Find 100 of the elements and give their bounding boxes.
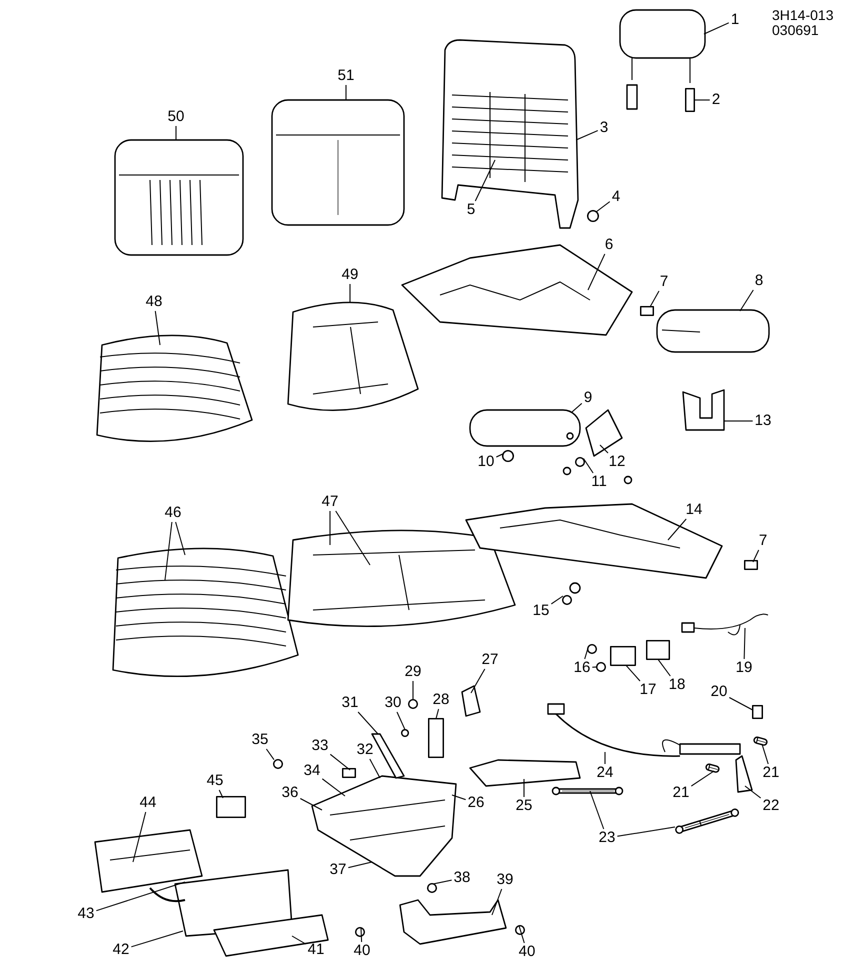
bracket-drawing (610, 646, 636, 666)
leader-line (616, 826, 676, 837)
seat-cushion-drawing (96, 334, 253, 442)
callout-number: 33 (312, 738, 328, 754)
callout-number: 16 (574, 660, 590, 676)
callout-number: 39 (496, 872, 514, 888)
leader-line (584, 648, 588, 660)
leader-line (704, 22, 730, 34)
leader-line (740, 290, 754, 312)
leader-line (335, 510, 370, 566)
seat-track-drawing (94, 829, 203, 893)
leader-line (130, 930, 184, 948)
bolt-drawing (744, 560, 758, 570)
leader-line (474, 160, 496, 202)
leader-line (724, 420, 754, 422)
bracket-drawing (216, 796, 246, 818)
callout-number: 20 (710, 684, 728, 700)
cover-drawing (213, 914, 329, 957)
seatback-cushion-drawing (114, 139, 244, 256)
leader-line (436, 708, 440, 720)
bolt-drawing (342, 768, 356, 778)
callout-number: 23 (598, 830, 616, 846)
leader-line (330, 754, 350, 770)
leader-line (496, 454, 504, 458)
leader-line (348, 862, 372, 868)
leader-line (744, 628, 746, 660)
leader-line (658, 658, 671, 676)
bracket-drawing (682, 389, 725, 431)
leader-line (164, 522, 172, 580)
screw-drawing (587, 210, 599, 222)
callout-number: 26 (468, 795, 484, 811)
rod-drawing (552, 786, 624, 796)
wiring-harness-drawing (681, 614, 768, 636)
callout-number: 7 (660, 274, 668, 290)
leader-line (728, 697, 754, 710)
callout-number: 4 (612, 189, 620, 205)
drawing-code: 3H14-013 (772, 8, 834, 23)
callout-number: 44 (140, 795, 156, 811)
leader-line (600, 444, 608, 454)
leader-line (572, 402, 582, 412)
callout-number: 36 (282, 785, 298, 801)
leader-line (690, 770, 714, 787)
headrest-guide-drawing (685, 88, 695, 112)
leader-line (412, 680, 414, 700)
handle-drawing (735, 755, 753, 793)
seat-track-drawing (149, 869, 293, 937)
callout-number: 35 (252, 732, 268, 748)
callout-number: 27 (482, 652, 498, 668)
leader-line (96, 882, 186, 912)
callout-number: 10 (478, 454, 494, 470)
leader-line (762, 744, 769, 764)
callout-number: 41 (308, 942, 324, 958)
leader-line (360, 927, 362, 942)
callout-number: 11 (591, 474, 607, 490)
bracket-drawing (461, 685, 481, 717)
callout-number: 12 (608, 454, 626, 470)
leader-line (626, 664, 640, 682)
leader-line (588, 254, 606, 290)
leader-line (154, 310, 160, 346)
leader-line (668, 518, 687, 540)
clip-drawing (502, 450, 514, 462)
bracket-drawing (646, 640, 670, 660)
callout-number: 48 (146, 294, 162, 310)
screw-drawing (562, 595, 572, 605)
callout-number: 9 (584, 390, 592, 406)
callout-number: 1 (730, 12, 740, 28)
leader-line (650, 290, 660, 308)
cover-drawing (469, 759, 581, 787)
callout-number: 38 (454, 870, 470, 886)
clip-drawing (752, 705, 763, 719)
callout-number: 24 (596, 765, 614, 781)
seat-cushion-drawing (287, 530, 516, 628)
nut-drawing (408, 699, 418, 709)
leader-line (576, 130, 598, 140)
seat-cushion-drawing (287, 302, 419, 412)
nut-drawing (575, 457, 585, 467)
screw-drawing (427, 883, 437, 893)
rod-drawing (675, 808, 740, 834)
leader-line (752, 550, 760, 562)
callout-number: 5 (466, 202, 476, 218)
callout-number: 29 (404, 664, 422, 680)
leader-line (396, 712, 406, 730)
leader-line (369, 758, 380, 778)
headrest-drawing (619, 9, 706, 84)
motor-drawing (428, 718, 444, 758)
seatback-frame-drawing (441, 39, 579, 229)
callout-number: 7 (758, 533, 768, 549)
leader-line (492, 888, 502, 916)
callout-number: 40 (354, 943, 370, 959)
cover-drawing (399, 899, 507, 945)
seat-frame-drawing (465, 503, 723, 579)
seatback-cushion-drawing (271, 99, 405, 226)
leader-line (604, 752, 606, 764)
callout-number: 47 (322, 494, 338, 510)
leader-line (292, 936, 306, 944)
callout-number: 13 (754, 413, 772, 429)
screw-drawing (587, 644, 597, 654)
callout-number: 37 (330, 862, 346, 878)
callout-number: 50 (168, 109, 184, 125)
leader-line (518, 925, 525, 944)
